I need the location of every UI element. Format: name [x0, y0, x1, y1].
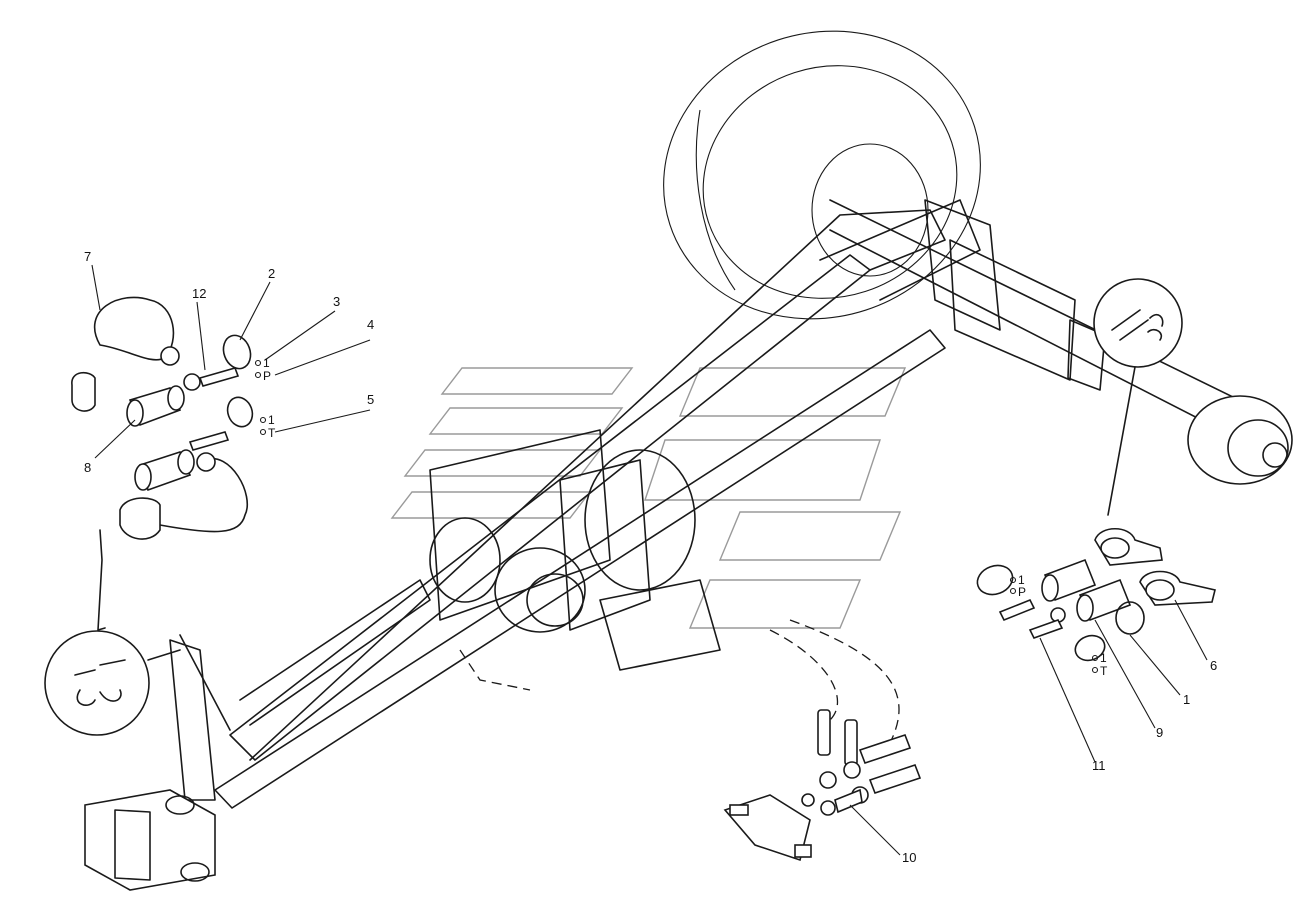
callout-5: 5: [367, 392, 374, 407]
callout-labels: 1 2 3 4 5 6 7 8 9 10 11 12: [84, 249, 1217, 865]
left-coupler-parts: [71, 296, 254, 540]
callout-7: 7: [84, 249, 91, 264]
right-t-port: T: [1100, 664, 1108, 678]
leader-lines: [91, 264, 1208, 856]
callout-3: 3: [333, 294, 340, 309]
callout-12: 12: [192, 286, 206, 301]
callout-4: 4: [367, 317, 374, 332]
chassis-frame: [169, 199, 981, 809]
valve-assembly: [723, 709, 922, 862]
right-t-qty: 1: [1100, 651, 1107, 665]
right-p-qty: 1: [1018, 573, 1025, 587]
callout-6: 6: [1210, 658, 1217, 673]
watermark-logo: [390, 367, 907, 629]
detail-circle-left: [44, 529, 181, 736]
left-p-qty: 1: [263, 356, 270, 370]
callout-1: 1: [1183, 692, 1190, 707]
detail-circle-right: [1093, 278, 1183, 516]
tow-hitch: [84, 789, 216, 891]
callout-2: 2: [268, 266, 275, 281]
right-coupler-parts: [976, 527, 1216, 662]
left-t-port: T: [268, 426, 276, 440]
left-t-qty: 1: [268, 413, 275, 427]
callout-11: 11: [1092, 758, 1106, 773]
callout-10: 10: [902, 850, 916, 865]
callout-8: 8: [84, 460, 91, 475]
hydraulic-hoses: [459, 619, 900, 761]
port-marks: 1 P 1 T 1 P 1 T: [254, 356, 1108, 678]
wheel-tire: [663, 30, 981, 320]
callout-9: 9: [1156, 725, 1163, 740]
right-p-port: P: [1018, 585, 1026, 599]
rear-axle: [829, 199, 1293, 485]
left-p-port: P: [263, 369, 271, 383]
